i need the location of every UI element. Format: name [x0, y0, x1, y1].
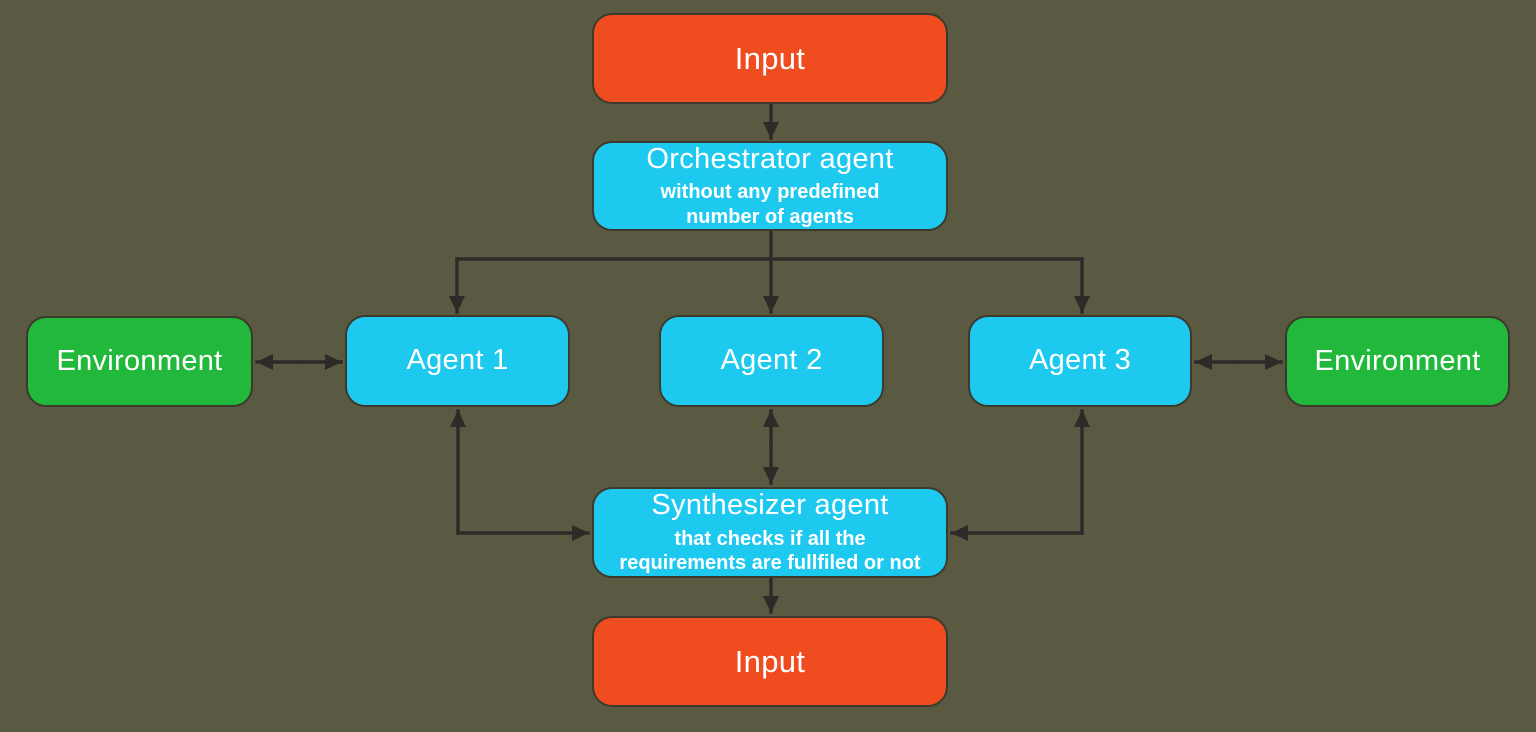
subtitle-line: that checks if all the	[674, 527, 866, 550]
edge-agent1-synthesizer	[450, 409, 590, 541]
node-agent-3-label: Agent 3	[1028, 344, 1132, 377]
node-synthesizer-subtitle: that checks if all the requirements are …	[619, 527, 920, 576]
node-environment-right-label: Environment	[1314, 344, 1481, 377]
subtitle-line: requirements are fullfiled or not	[619, 552, 921, 575]
node-agent-2: Agent 2	[659, 315, 884, 407]
node-agent-1-label: Agent 1	[406, 344, 509, 377]
node-synthesizer-agent: Synthesizer agent that checks if all the…	[592, 487, 948, 578]
node-orchestrator-subtitle: without any predefined number of agents	[661, 180, 880, 229]
node-synthesizer-title: Synthesizer agent	[651, 489, 889, 522]
node-input-top: Input	[592, 13, 948, 104]
node-agent-2-label: Agent 2	[720, 344, 823, 377]
edge-orchestrator-to-agents	[449, 229, 1090, 314]
subtitle-line: number of agents	[686, 205, 854, 228]
node-orchestrator-title: Orchestrator agent	[646, 142, 894, 175]
node-agent-1: Agent 1	[345, 315, 570, 407]
node-orchestrator-agent: Orchestrator agent without any predefine…	[592, 141, 948, 231]
node-environment-right: Environment	[1285, 316, 1510, 407]
node-input-bottom: Input	[592, 616, 948, 707]
edge-agent3-synthesizer	[950, 409, 1090, 541]
subtitle-line: without any predefined	[660, 181, 880, 204]
node-input-bottom-label: Input	[734, 643, 806, 679]
node-agent-3: Agent 3	[968, 315, 1192, 407]
node-environment-left: Environment	[26, 316, 253, 407]
node-environment-left-label: Environment	[56, 344, 223, 377]
node-input-top-label: Input	[734, 40, 806, 76]
